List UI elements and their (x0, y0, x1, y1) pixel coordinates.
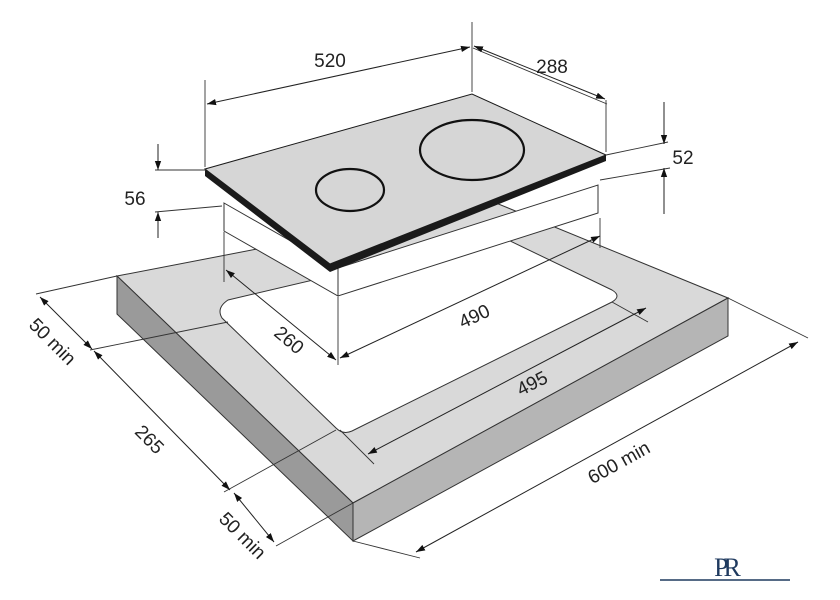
dim-line-520 (206, 45, 471, 106)
dim-line-50-rear (233, 492, 275, 543)
dim-line-50-front (39, 296, 93, 350)
label-265: 265 (130, 421, 167, 458)
dim-line-600 (415, 341, 799, 553)
logo-mark: PR (714, 553, 741, 582)
label-520: 520 (314, 51, 346, 72)
dim-line-288 (473, 45, 606, 100)
label-288: 288 (536, 57, 568, 78)
dim-line-265 (93, 350, 231, 491)
glass-front-edge (205, 169, 330, 272)
label-52: 52 (672, 148, 693, 169)
label-56: 56 (124, 189, 145, 210)
large-cooking-zone (418, 118, 526, 182)
label-50-min-front: 50 min (24, 315, 79, 370)
dimension-lines (39, 45, 799, 553)
label-600-min: 600 min (585, 438, 654, 489)
brand-logo: PR (660, 553, 790, 582)
label-50-min-rear: 50 min (214, 509, 269, 564)
dim-line-260 (225, 269, 337, 361)
small-cooking-zone (314, 167, 386, 213)
